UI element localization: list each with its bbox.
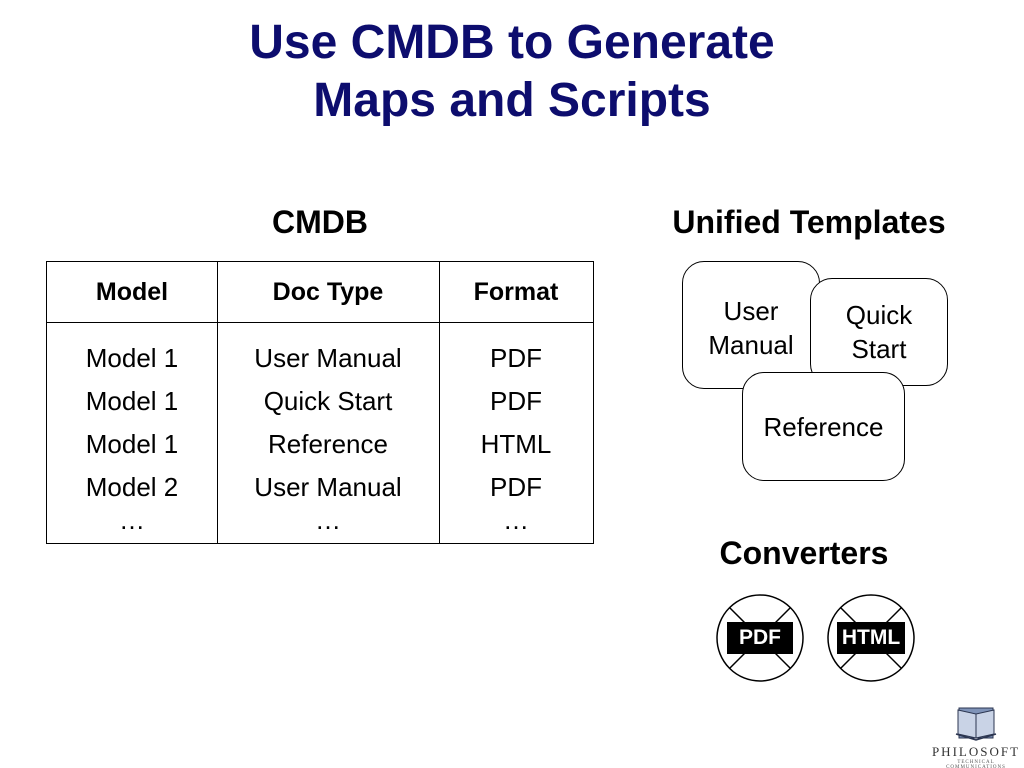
philosoft-logo: PHILOSOFT TECHNICAL COMMUNICATIONS <box>928 704 1024 768</box>
table-cell: Reference <box>268 429 388 459</box>
table-cell: … <box>503 505 529 535</box>
column-divider <box>439 262 440 543</box>
converter-label: HTML <box>837 622 905 654</box>
template-label: User <box>723 296 779 326</box>
template-label: Start <box>851 334 907 364</box>
column-divider <box>217 262 218 543</box>
logo-tagline: TECHNICAL COMMUNICATIONS <box>946 760 1006 768</box>
cmdb-heading: CMDB <box>272 204 368 240</box>
table-cell: PDF <box>490 343 542 373</box>
template-label: Manual <box>708 330 794 360</box>
template-label: Reference <box>763 411 884 442</box>
table-cell: … <box>315 505 341 535</box>
slide-title: Use CMDB to Generate Maps and Scripts <box>0 14 1024 130</box>
template-reference: Reference <box>742 372 905 481</box>
template-user-manual: User Manual <box>682 261 820 389</box>
column-header-model: Model <box>95 278 169 306</box>
format-column: PDF PDF HTML PDF … <box>439 337 593 545</box>
doc-type-column: User Manual Quick Start Reference User M… <box>217 337 439 545</box>
table-cell: Quick Start <box>263 386 393 416</box>
template-label: Quick <box>845 300 913 330</box>
table-cell: … <box>119 505 145 535</box>
logo-name: PHILOSOFT <box>931 744 1021 759</box>
slide-title-line-2: Maps and Scripts <box>313 74 711 127</box>
table-cell: Model 1 <box>85 429 179 459</box>
model-column: Model 1 Model 1 Model 1 Model 2 … <box>47 337 217 545</box>
cmdb-table: Model Doc Type Format Model 1 Model 1 Mo… <box>46 261 594 544</box>
table-cell: Model 2 <box>85 472 179 502</box>
table-cell: Model 1 <box>85 343 179 373</box>
column-header-format: Format <box>473 278 559 306</box>
converters-heading: Converters <box>719 535 889 571</box>
table-cell: PDF <box>490 472 542 502</box>
template-quick-start: Quick Start <box>810 278 948 386</box>
book-icon <box>955 707 997 741</box>
table-cell: User Manual <box>254 472 402 502</box>
table-cell: HTML <box>480 429 552 459</box>
converter-pdf: PDF <box>716 594 804 682</box>
table-cell: PDF <box>490 386 542 416</box>
column-header-doc-type: Doc Type <box>272 278 384 306</box>
converter-label: PDF <box>727 622 793 654</box>
slide-title-line-1: Use CMDB to Generate <box>249 16 775 69</box>
cmdb-table-header <box>47 262 593 323</box>
templates-heading: Unified Templates <box>672 204 946 240</box>
table-cell: User Manual <box>254 343 402 373</box>
converter-html: HTML <box>827 594 915 682</box>
table-cell: Model 1 <box>85 386 179 416</box>
